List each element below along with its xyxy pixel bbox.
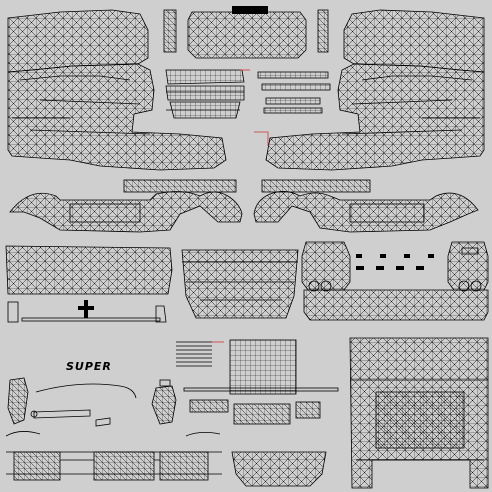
radiator-grid [229, 339, 297, 395]
side-skirt-left [9, 179, 243, 233]
front-bumper [181, 249, 299, 319]
trim-strips-top [163, 9, 329, 53]
cab-side-right [265, 9, 485, 171]
vent-slats [176, 341, 224, 367]
super-logo-text: SUPER [66, 360, 112, 373]
cab-side-left [7, 9, 227, 171]
lower-bumper-piece [231, 451, 327, 487]
bumper-left-pieces [5, 245, 173, 323]
trim-bars-middle [95, 387, 339, 427]
front-grille [165, 69, 245, 119]
side-skirt-right [253, 179, 479, 233]
mirror-left [7, 377, 137, 425]
super-logo: SUPER [66, 360, 112, 373]
rear-cab-panel [301, 241, 489, 321]
headlight-trims [240, 69, 331, 146]
rear-cab-large [349, 337, 489, 489]
mirror-right [151, 379, 177, 425]
sun-visor-panel [187, 6, 307, 59]
chassis-frame [5, 431, 222, 481]
